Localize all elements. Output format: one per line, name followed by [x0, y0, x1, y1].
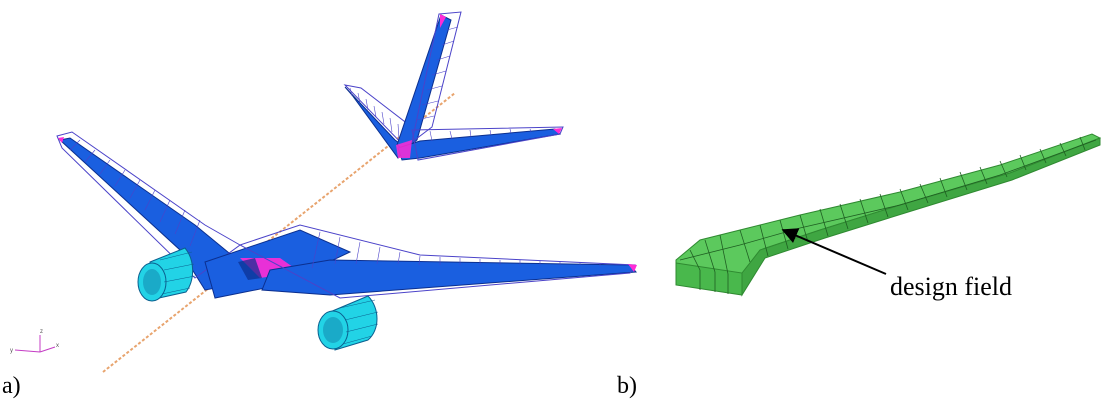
center-body [204, 229, 352, 299]
wing-box-spar [679, 139, 1097, 261]
nacelle-left [137, 247, 196, 302]
wing-right [238, 224, 638, 299]
wing-box-top [675, 133, 1101, 276]
aircraft-model: z x y [10, 11, 638, 373]
triad-z-label: z [40, 329, 43, 335]
panel-b-label: b) [617, 373, 637, 399]
tail-right [396, 126, 564, 161]
triad-y-label: y [10, 348, 13, 354]
coordinate-triad: z x y [10, 329, 59, 354]
wing-box-side [741, 137, 1101, 297]
design-field-label: design field [890, 272, 1013, 301]
triad-x-label: x [56, 343, 59, 349]
wing-box-model [675, 133, 1101, 297]
design-field-arrow [781, 228, 887, 275]
panel-a-label: a) [2, 373, 21, 399]
nacelle-right [317, 295, 379, 351]
